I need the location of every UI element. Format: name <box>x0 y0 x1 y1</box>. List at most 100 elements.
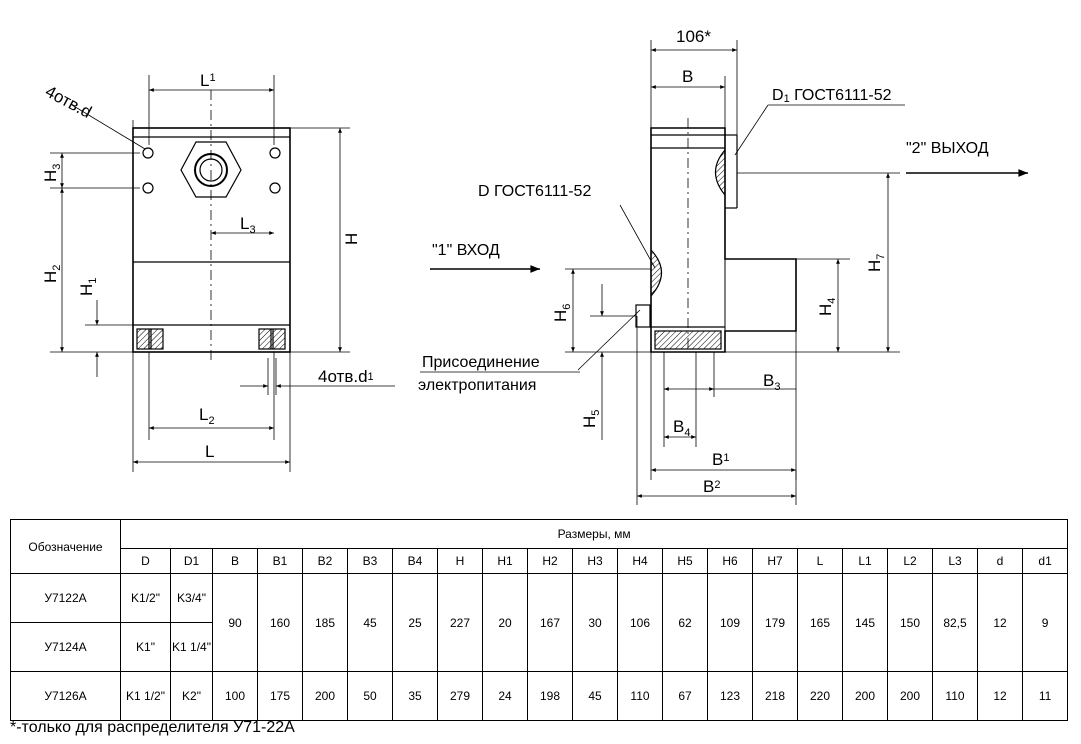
label-B3: B3 <box>763 371 780 393</box>
cell: K1 1/2" <box>120 671 171 721</box>
cell: 100 <box>212 671 258 721</box>
cell: 179 <box>752 573 798 672</box>
col-header: d1 <box>1021 548 1069 574</box>
cell: K1/2" <box>120 573 171 623</box>
cell: 9 <box>1021 573 1069 672</box>
label-H4: H4 <box>816 298 838 316</box>
cell: 167 <box>527 573 573 672</box>
cell: 200 <box>842 671 888 721</box>
cell: 123 <box>707 671 753 721</box>
col-header: D <box>120 548 171 574</box>
cell: 62 <box>662 573 708 672</box>
col-header: L2 <box>887 548 933 574</box>
label-B: B <box>682 67 693 86</box>
cell: 11 <box>1021 671 1069 721</box>
cell: 160 <box>257 573 303 672</box>
table-row: У7124А K1" K1 1/4" <box>10 622 1068 672</box>
footnote: *-только для распределителя У71-22А <box>10 719 295 736</box>
cell: K3/4" <box>170 573 213 623</box>
col-header: H7 <box>752 548 798 574</box>
label-H5: H5 <box>580 410 602 428</box>
cell: 82,5 <box>932 573 978 672</box>
cell: 220 <box>797 671 843 721</box>
cell: 50 <box>347 671 393 721</box>
cell: 200 <box>887 671 933 721</box>
col-header: H3 <box>572 548 618 574</box>
col-header: H1 <box>482 548 528 574</box>
label-H6: H6 <box>551 304 573 322</box>
cell: 200 <box>302 671 348 721</box>
hex-port <box>180 141 242 198</box>
mount-hole <box>142 182 154 194</box>
cell: 12 <box>977 671 1023 721</box>
col-header: L1 <box>842 548 888 574</box>
cell: 185 <box>302 573 348 672</box>
cell: K1" <box>120 622 171 672</box>
cell: 110 <box>617 671 663 721</box>
label-H2: H2 <box>41 265 63 283</box>
cell: 109 <box>707 573 753 672</box>
col-header: H2 <box>527 548 573 574</box>
col-header: L3 <box>932 548 978 574</box>
label-H7: H7 <box>865 254 887 272</box>
label-holes-d1: 4отв.d1 <box>318 367 374 386</box>
cell: 20 <box>482 573 528 672</box>
cell: 90 <box>212 573 258 672</box>
cell: 279 <box>437 671 483 721</box>
cell: 150 <box>887 573 933 672</box>
label-H1: H1 <box>77 278 99 296</box>
label-power-1: Присоединение <box>422 354 540 371</box>
cell: 218 <box>752 671 798 721</box>
cell: 45 <box>347 573 393 672</box>
side-view <box>420 40 1028 505</box>
front-body <box>132 127 291 353</box>
cell: K1 1/4" <box>170 622 213 672</box>
row-name: У7124А <box>10 622 121 672</box>
label-L: L <box>205 442 214 461</box>
cell: 30 <box>572 573 618 672</box>
row-name: У7126А <box>10 671 121 721</box>
cell: 145 <box>842 573 888 672</box>
label-D-gost: D ГОСТ6111-52 <box>478 183 591 200</box>
cell: 110 <box>932 671 978 721</box>
label-D1-gost: D1 ГОСТ6111-52 <box>772 87 892 105</box>
col-header: H6 <box>707 548 753 574</box>
sizes-header: Размеры, мм <box>119 519 1069 549</box>
table-row: У7126А K1 1/2" K2" 100 175 200 50 35 279… <box>10 671 1069 721</box>
col-header: B2 <box>302 548 348 574</box>
label-L1: L1 <box>200 71 216 90</box>
col-header: B4 <box>392 548 438 574</box>
label-inlet: "1" ВХОД <box>432 242 500 259</box>
cell: 175 <box>257 671 303 721</box>
label-106: 106* <box>676 27 711 46</box>
dimensions-table: Обозначение Размеры, мм D D1 B B1 B2 B3 … <box>10 519 1069 721</box>
front-view <box>50 75 395 472</box>
cell: 35 <box>392 671 438 721</box>
label-B2: B2 <box>703 477 720 496</box>
col-header: D1 <box>170 548 213 574</box>
mount-hole <box>142 147 154 159</box>
cell: 165 <box>797 573 843 672</box>
cell: 25 <box>392 573 438 672</box>
col-header: H4 <box>617 548 663 574</box>
row-name: У7122А <box>10 573 121 623</box>
cell: K2" <box>170 671 213 721</box>
col-header: H5 <box>662 548 708 574</box>
label-L3: L3 <box>240 214 256 236</box>
cell: 45 <box>572 671 618 721</box>
col-header: B1 <box>257 548 303 574</box>
mount-hole <box>269 147 281 159</box>
cell: 24 <box>482 671 528 721</box>
cell: 67 <box>662 671 708 721</box>
cell: 12 <box>977 573 1023 672</box>
label-H3: H3 <box>41 164 63 182</box>
col-header: d <box>977 548 1023 574</box>
cell: 106 <box>617 573 663 672</box>
label-L2: L2 <box>199 405 215 427</box>
label-H: H <box>342 233 361 245</box>
label-outlet: "2" ВЫХОД <box>906 140 989 157</box>
mount-hole <box>269 182 281 194</box>
col-header: H <box>437 548 483 574</box>
cell: 227 <box>437 573 483 672</box>
designation-header: Обозначение <box>10 519 121 574</box>
